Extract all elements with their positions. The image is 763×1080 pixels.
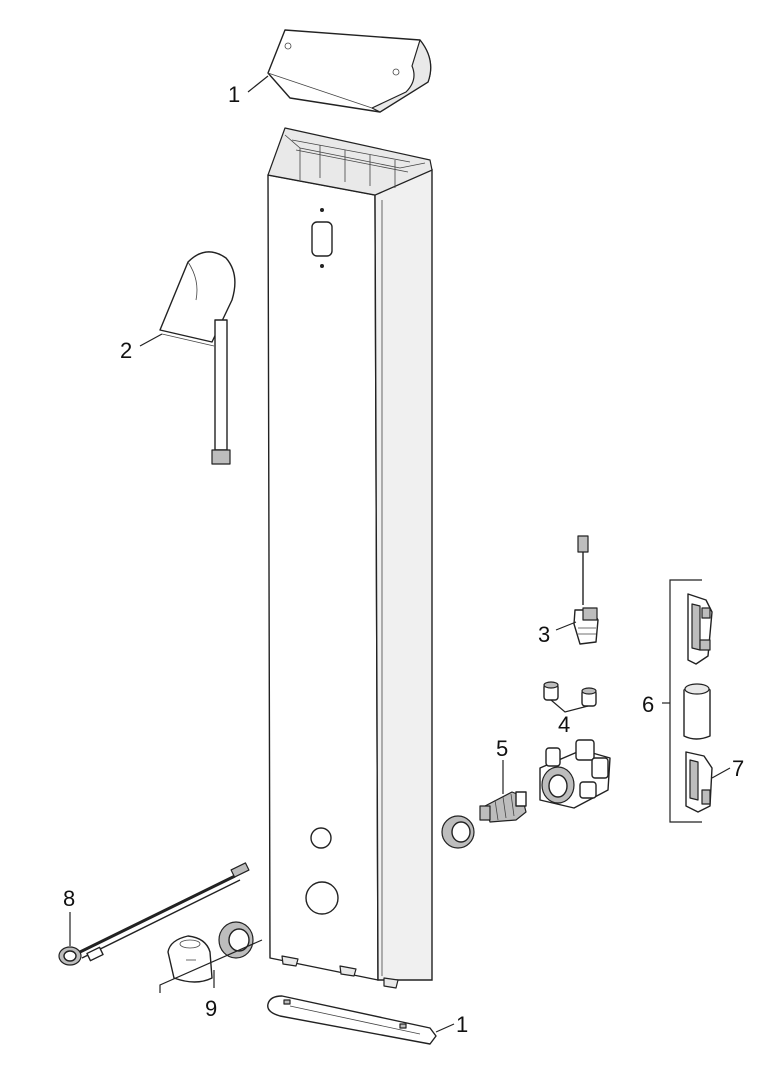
- bracket-9: [159, 939, 263, 993]
- callout-1-top: 1: [228, 82, 240, 107]
- callout-4: 4: [558, 712, 570, 737]
- small-fittings-part: [543, 681, 597, 707]
- shower-head-part: [159, 251, 236, 465]
- leader-1-top: [247, 75, 269, 93]
- battery-pack-part: [683, 683, 711, 740]
- callout-9: 9: [205, 996, 217, 1021]
- callout-5: 5: [496, 736, 508, 761]
- leader-3: [555, 621, 577, 631]
- top-cover-part: [267, 29, 432, 113]
- shower-panel-column: [267, 127, 433, 989]
- cartridge-part: [479, 791, 527, 823]
- valve-body-part: [539, 739, 611, 809]
- battery-housing-part: [685, 751, 713, 813]
- trim-ring-part: [218, 921, 254, 959]
- threaded-ring-part: [441, 815, 475, 849]
- battery-holder-part: [687, 593, 713, 665]
- callout-2: 2: [120, 338, 132, 363]
- leader-1-bottom: [435, 1023, 455, 1033]
- thermostatic-knob-part: [167, 935, 213, 983]
- leader-7: [711, 767, 731, 779]
- sensor-valve-part: [573, 535, 599, 645]
- push-button-cable-part: [58, 862, 250, 966]
- callout-1-bottom: 1: [456, 1012, 468, 1037]
- bracket-6: [669, 579, 702, 823]
- callout-3: 3: [538, 622, 550, 647]
- callout-7: 7: [732, 756, 744, 781]
- bottom-cover-part: [267, 995, 437, 1045]
- callout-8: 8: [63, 886, 75, 911]
- leader-4: [550, 699, 589, 713]
- leader-2: [139, 333, 163, 347]
- callout-6: 6: [642, 692, 654, 717]
